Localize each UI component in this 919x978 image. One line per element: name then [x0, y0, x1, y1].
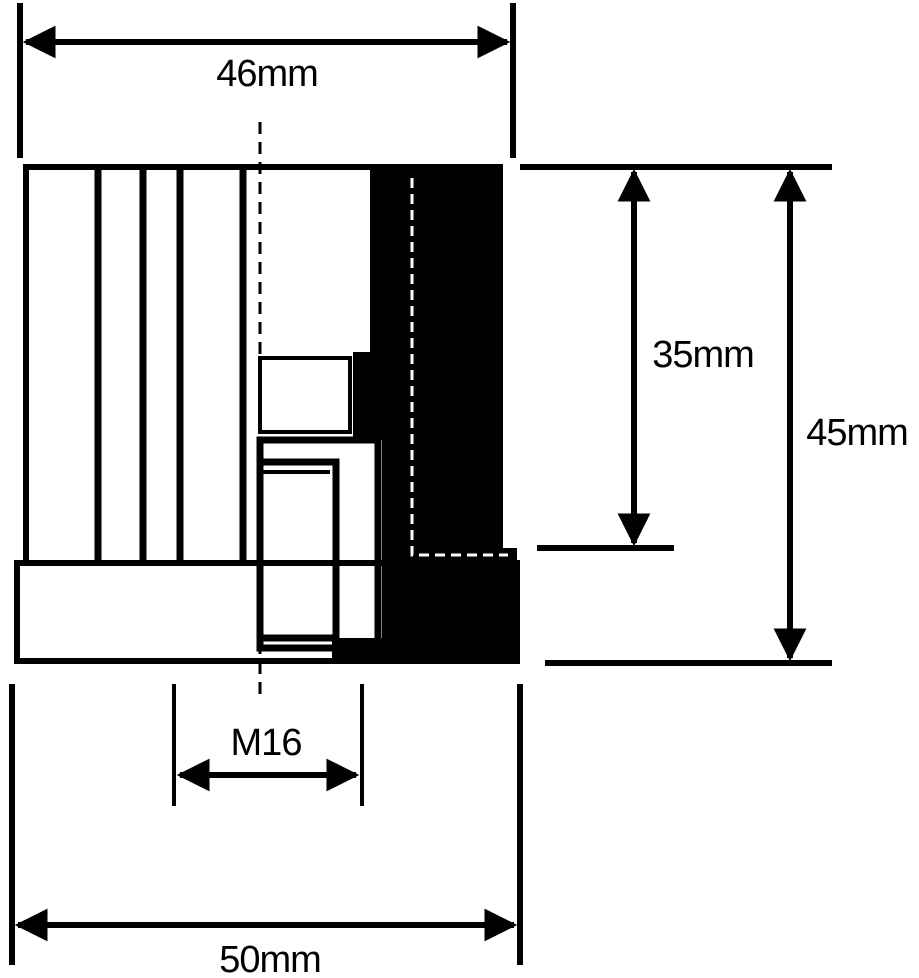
top-width-label: 46mm: [216, 53, 318, 95]
thread-bore: [256, 436, 382, 652]
bore-step: [258, 356, 352, 434]
dimension-thread: M16: [172, 684, 364, 806]
label-backing: [796, 408, 919, 454]
thread-bore-inner: [260, 458, 340, 642]
inner-height-label: 35mm: [652, 334, 754, 376]
total-height-label: 45mm: [806, 412, 908, 454]
dimension-bottom-width: 50mm: [9, 684, 523, 978]
bore-step: [260, 174, 368, 350]
dimension-top-width: 46mm: [17, 3, 516, 158]
dimension-heights: 35mm 45mm: [520, 164, 919, 666]
solid-section: [332, 167, 517, 661]
label-backing: [640, 330, 770, 376]
bottom-width-label: 50mm: [219, 939, 321, 978]
thread-label: M16: [231, 722, 302, 764]
knob-cross-section: [14, 164, 520, 664]
hidden-line: [410, 178, 508, 557]
